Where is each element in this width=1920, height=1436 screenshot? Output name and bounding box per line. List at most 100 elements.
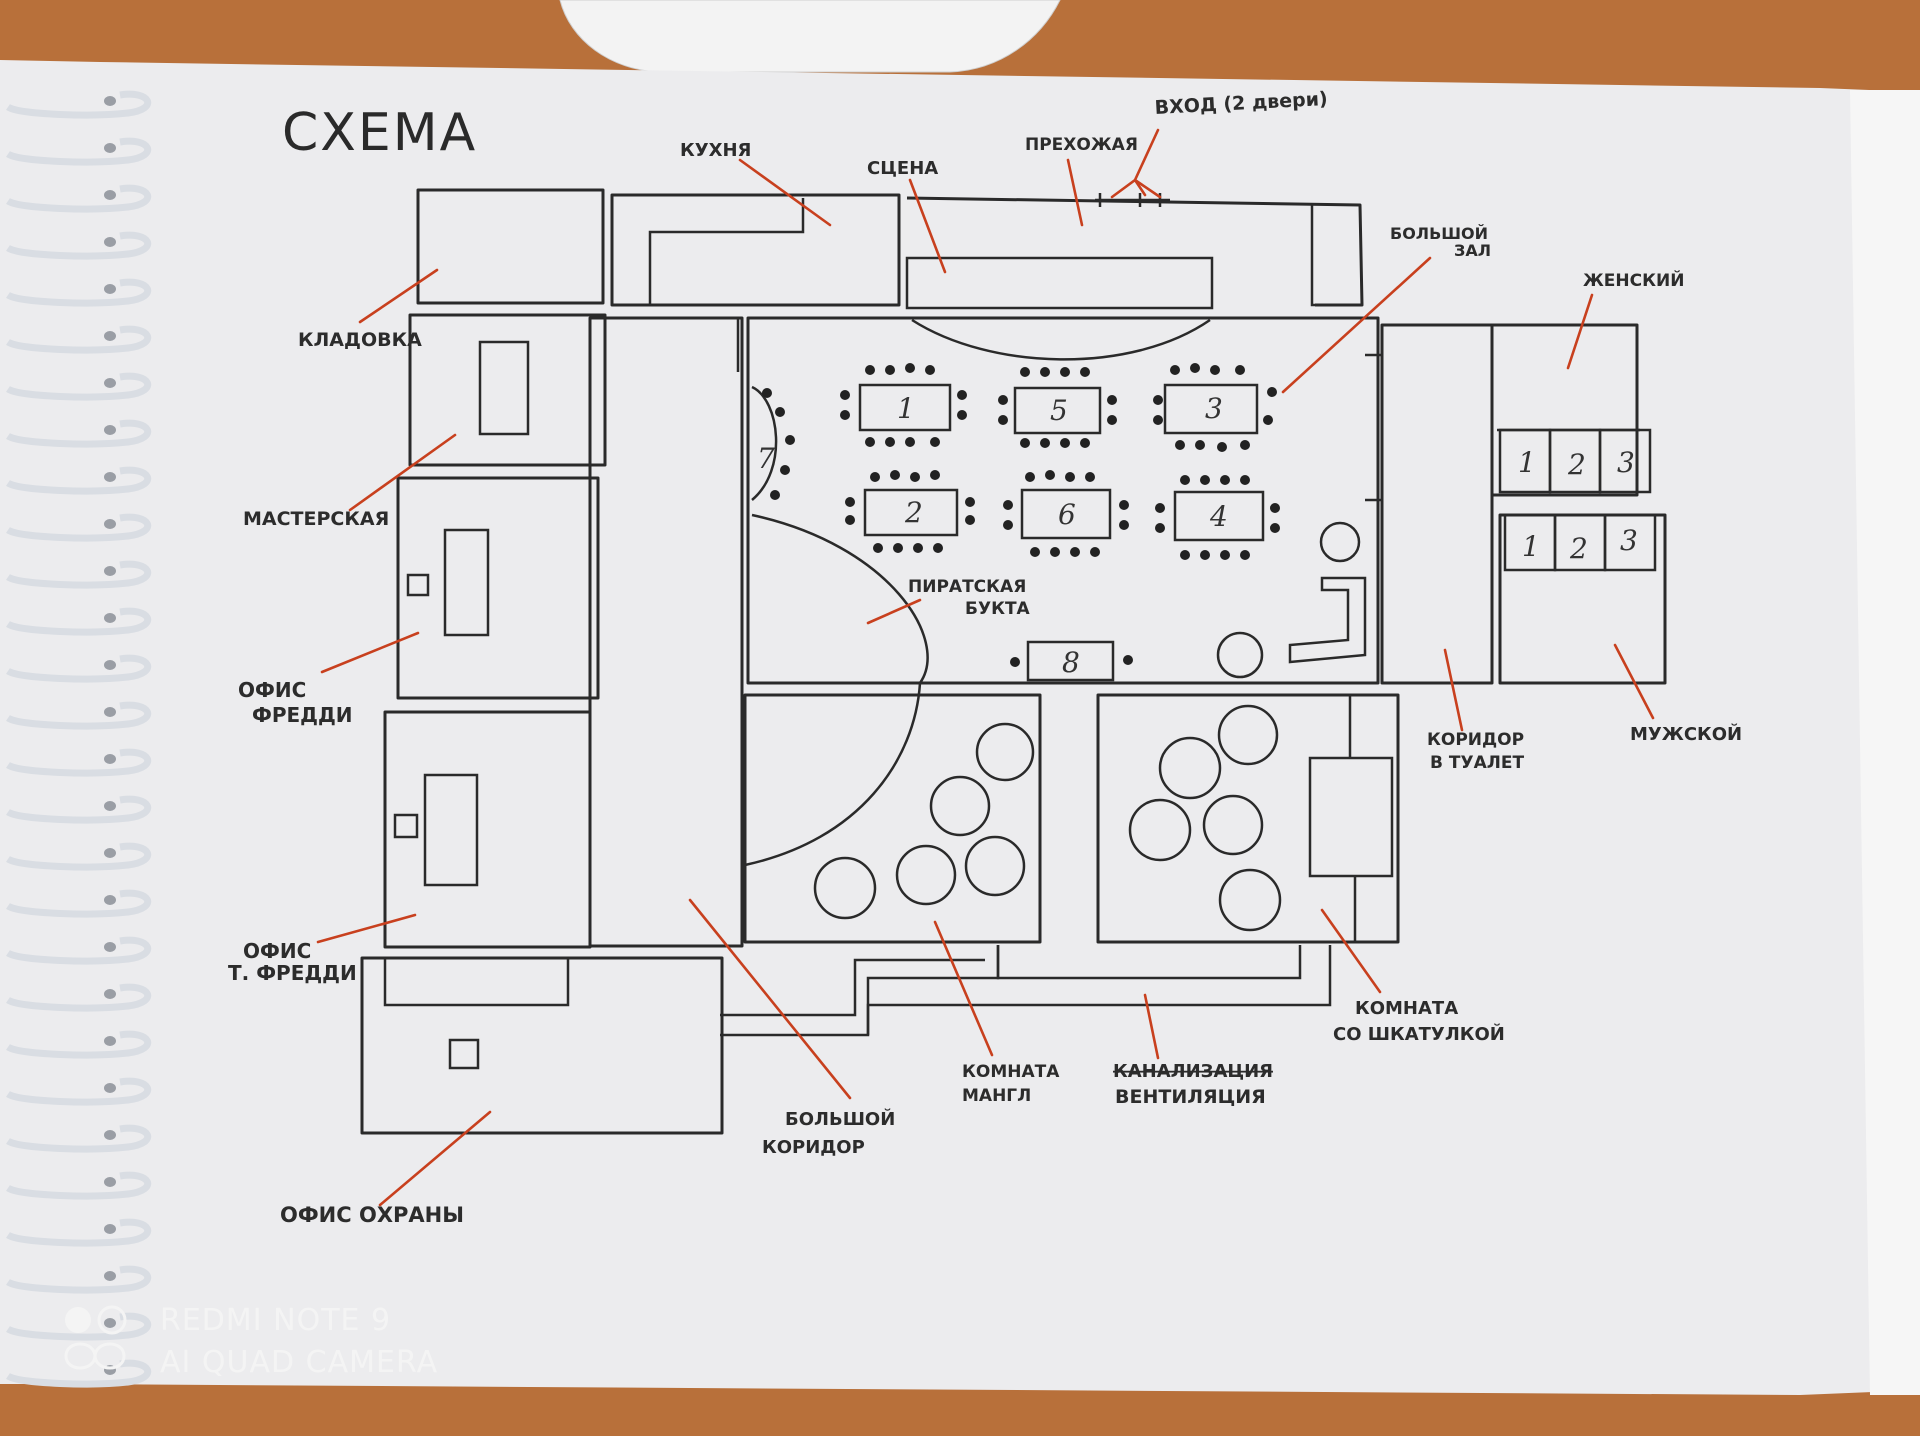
leader-workshop xyxy=(348,433,457,512)
chair xyxy=(1235,365,1245,375)
leader-stage xyxy=(908,178,947,274)
men-stall xyxy=(1603,513,1657,572)
chair xyxy=(957,410,967,420)
spiral-hole xyxy=(104,989,116,999)
chair xyxy=(1240,475,1250,485)
table-4-number: 4 xyxy=(1209,500,1228,533)
walls xyxy=(360,188,1667,1135)
paper-edge xyxy=(1850,90,1920,1395)
round-table xyxy=(813,856,877,920)
table-2 xyxy=(863,488,959,537)
spiral-hole xyxy=(104,848,116,858)
leader-ventilation xyxy=(1143,993,1160,1060)
spiral-hole xyxy=(104,519,116,529)
chair xyxy=(965,515,975,525)
leader-big-corridor xyxy=(688,898,852,1100)
plan-title: СХЕМА xyxy=(282,103,477,163)
freddy-desk xyxy=(443,528,490,637)
spiral-ring xyxy=(6,1359,152,1388)
table-5-number: 5 xyxy=(1050,394,1068,427)
spiral-hole xyxy=(104,1083,116,1093)
chair xyxy=(785,435,795,445)
spiral-binding xyxy=(6,90,152,1388)
chair xyxy=(845,497,855,507)
chair xyxy=(1240,440,1250,450)
chair xyxy=(1119,500,1129,510)
chair xyxy=(1107,415,1117,425)
chair xyxy=(1060,367,1070,377)
spiral-hole xyxy=(104,895,116,905)
label-toilet-corridor-line2: В ТУАЛЕТ xyxy=(1430,753,1524,773)
spiral-ring xyxy=(6,842,152,871)
label-t-freddy-office-line1: ОФИС xyxy=(243,939,311,963)
chair xyxy=(1003,520,1013,530)
chair xyxy=(780,465,790,475)
chair xyxy=(762,388,772,398)
stage-platform xyxy=(905,256,1214,310)
label-hallway: ПРЕХОЖАЯ xyxy=(1025,135,1138,155)
women-stall-number: 2 xyxy=(1567,448,1586,481)
chair xyxy=(1200,550,1210,560)
table-8 xyxy=(1026,640,1115,682)
chair xyxy=(1045,470,1055,480)
chair xyxy=(1020,438,1030,448)
round-table xyxy=(1216,631,1264,679)
chair xyxy=(1080,438,1090,448)
leader-women xyxy=(1566,293,1594,370)
label-mangle-room-line1: КОМНАТА xyxy=(962,1062,1060,1082)
spiral-hole xyxy=(104,190,116,200)
spiral-hole xyxy=(104,613,116,623)
label-pirate-cove-line1: ПИРАТСКАЯ xyxy=(908,577,1026,597)
chair xyxy=(905,437,915,447)
chair xyxy=(1085,472,1095,482)
label-kitchen: КУХНЯ xyxy=(680,140,751,161)
spiral-hole xyxy=(104,237,116,247)
table-3 xyxy=(1163,383,1259,435)
chair xyxy=(1080,367,1090,377)
chair xyxy=(1170,365,1180,375)
chair xyxy=(905,363,915,373)
label-big-corridor-line2: КОРИДОР xyxy=(762,1137,865,1158)
spiral-ring xyxy=(6,278,152,307)
spiral-hole xyxy=(104,1318,116,1328)
table-4 xyxy=(1173,490,1265,542)
room-women xyxy=(1490,323,1639,497)
chair xyxy=(890,470,900,480)
men-stall-number: 3 xyxy=(1620,524,1638,557)
round-table xyxy=(1217,704,1279,766)
spiral-hole xyxy=(104,425,116,435)
chair xyxy=(913,543,923,553)
label-workshop: МАСТЕРСКАЯ xyxy=(243,508,389,530)
t-freddy-chair xyxy=(393,813,419,839)
chair xyxy=(1175,440,1185,450)
chair xyxy=(1107,395,1117,405)
table-6 xyxy=(1020,488,1112,540)
chair xyxy=(865,437,875,447)
big-corridor xyxy=(588,316,744,948)
label-music-box-room-line2: СО ШКАТУЛКОЙ xyxy=(1333,1023,1505,1045)
spiral-hole xyxy=(104,1130,116,1140)
spiral-ring xyxy=(6,90,152,119)
leader-hallway xyxy=(1066,158,1084,227)
security-desk-top xyxy=(383,958,570,1007)
table-8-number: 8 xyxy=(1062,646,1080,679)
spiral-ring xyxy=(6,1030,152,1059)
chair xyxy=(1153,415,1163,425)
room-mangle xyxy=(743,693,1042,944)
chair xyxy=(873,543,883,553)
round-table xyxy=(964,835,1026,897)
chair xyxy=(1220,550,1230,560)
chair xyxy=(1195,440,1205,450)
chair xyxy=(1040,438,1050,448)
table-2-number: 2 xyxy=(904,496,923,529)
spiral-ring xyxy=(6,137,152,166)
round-table xyxy=(895,844,957,906)
chair xyxy=(1020,367,1030,377)
room-workshop xyxy=(408,313,607,467)
spiral-hole xyxy=(104,331,116,341)
leader-entrance xyxy=(1110,128,1162,199)
chair xyxy=(845,515,855,525)
men-stall-number: 2 xyxy=(1569,532,1588,565)
table-1-number: 1 xyxy=(897,392,915,425)
